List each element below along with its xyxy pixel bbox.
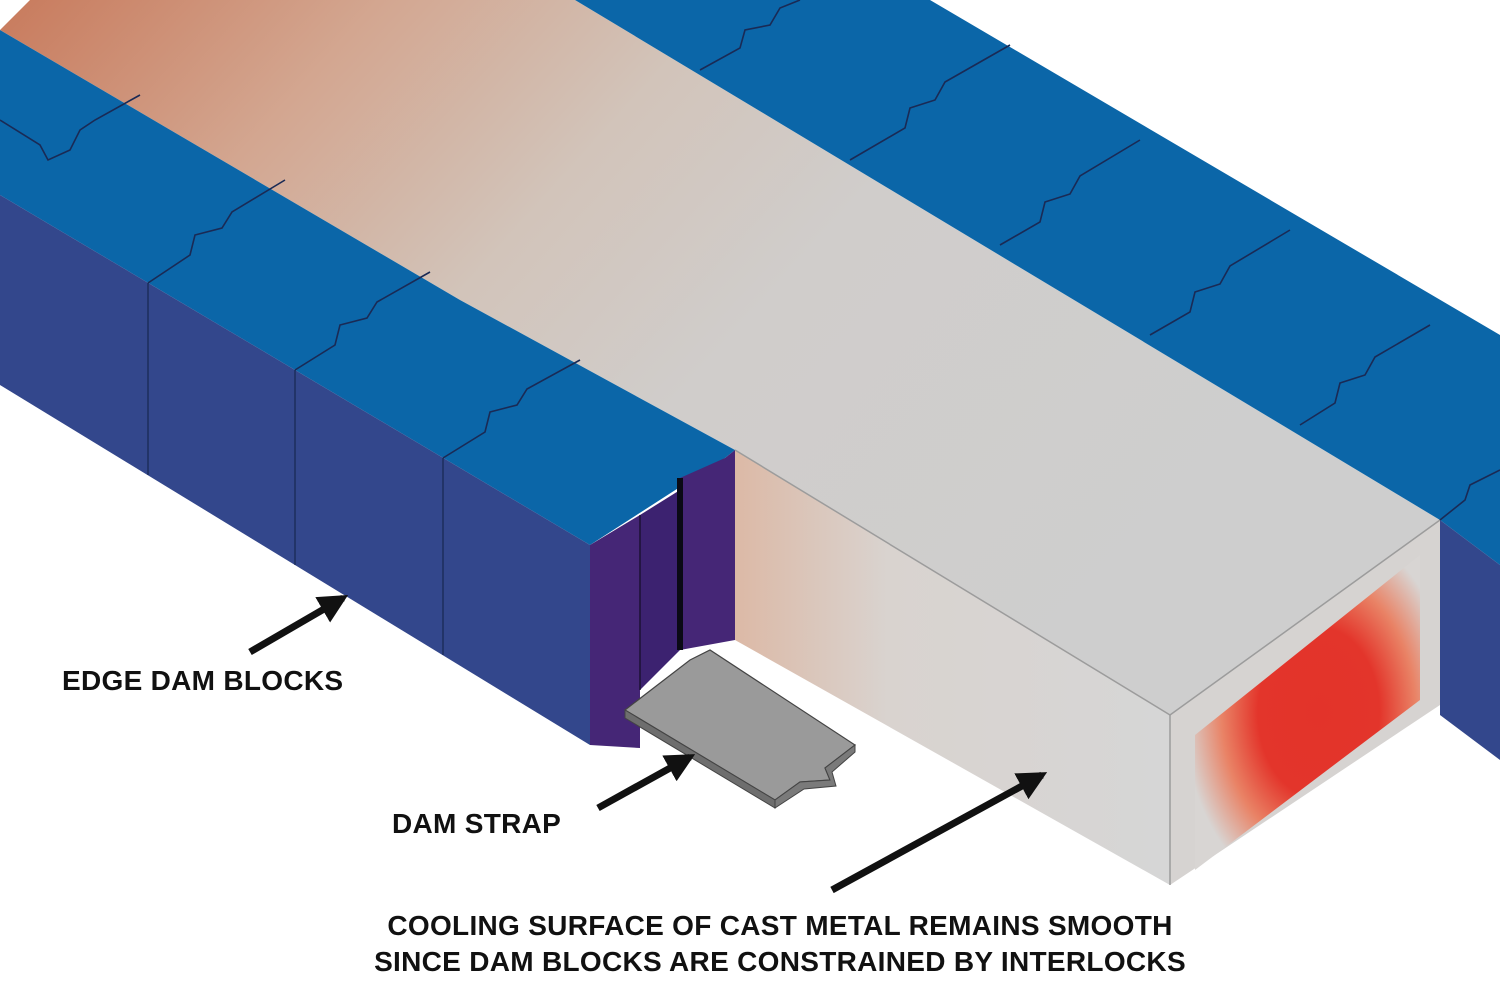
- left-block-seam: [442, 359, 581, 459]
- edge-dam-arrow: [248, 594, 349, 656]
- cast-metal-top-surface: [0, 0, 1440, 715]
- right-dam-top-band: [575, 0, 1500, 565]
- right-block-seam: [1149, 229, 1291, 336]
- cooling-surface-caption: COOLING SURFACE OF CAST METAL REMAINS SM…: [0, 908, 1500, 980]
- interlock-notch-face-3: [680, 450, 735, 650]
- right-block-seam: [699, 0, 801, 71]
- dam-strap: [623, 649, 857, 809]
- left-block-seam: [147, 179, 286, 284]
- interlock-notch-face-2: [640, 490, 680, 690]
- left-block-seam: [294, 271, 431, 371]
- edge-dam-blocks-label: EDGE DAM BLOCKS: [62, 665, 344, 696]
- right-block-seam: [1439, 469, 1500, 521]
- interlock-notch-face: [590, 515, 640, 748]
- right-edge-dam-row: [575, 0, 1500, 760]
- callout-arrows: [248, 594, 1048, 894]
- right-dam-side-band: [1440, 520, 1500, 760]
- left-block-seam: [0, 94, 141, 162]
- cast-metal-slab: [0, 0, 1441, 885]
- right-block-seam: [849, 44, 1011, 161]
- right-block-seam: [1299, 324, 1431, 426]
- dam-strap-arrow: [596, 753, 696, 812]
- dam-strap-label: DAM STRAP: [392, 808, 562, 839]
- cooling-caption-line-2: SINCE DAM BLOCKS ARE CONSTRAINED BY INTE…: [374, 946, 1186, 977]
- hot-core-region: [1195, 555, 1420, 870]
- dam-strap-end: [774, 743, 856, 809]
- right-block-seam: [999, 139, 1141, 246]
- cast-metal-side-surface: [735, 450, 1170, 885]
- cooling-caption-line-1: COOLING SURFACE OF CAST METAL REMAINS SM…: [387, 910, 1173, 941]
- cooling-surface-arrow: [830, 771, 1048, 894]
- left-edge-dam-row: [0, 30, 735, 748]
- left-dam-top-band: [0, 30, 735, 545]
